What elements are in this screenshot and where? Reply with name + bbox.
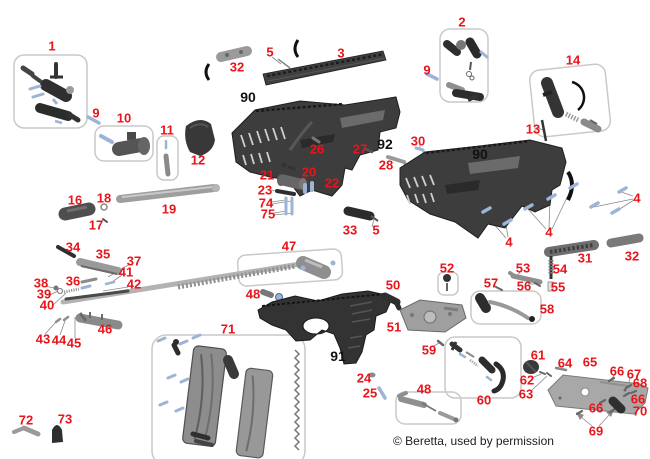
pin-17 [102,218,108,223]
group-box-47 [236,248,344,287]
magazine-1 [182,345,227,447]
side-plate-65 [547,374,649,415]
magazine-loader [223,355,239,379]
small-part-26 [311,136,321,144]
magazine-spring [293,349,301,451]
pin-56 [534,282,541,287]
pin-64 [554,366,568,372]
pin-9-left [86,115,101,125]
hammer-group-58 [475,293,535,322]
top-rail-3 [262,50,387,86]
pin-41 [104,280,116,286]
receiver-right-half [399,139,567,239]
gas-piston-assembly [99,132,150,156]
button-52 [443,274,451,291]
buffer-48-left [260,289,283,301]
side-rail-31 [544,240,599,257]
lever-group-48-right [397,391,459,423]
strip-72 [12,425,41,437]
cover-plate-32-right [606,233,644,248]
magazine-base-parts [190,431,214,447]
group-box-48 [395,391,462,425]
group-box-2 [439,28,489,103]
bracket-46 [75,312,123,330]
screw-63 [546,372,552,377]
rear-sight-assembly [443,37,489,102]
barrel-19 [116,184,220,203]
handle-50 [381,292,402,311]
pin-25 [377,386,387,400]
muzzle-cylinder-16 [58,202,96,221]
cone-73 [52,425,63,443]
group-box-10 [94,125,154,162]
sling-hooks [204,39,300,81]
cylinder-55 [547,281,554,292]
detent-parts-11 [163,139,171,177]
group-box-58 [470,290,542,325]
pin-5-top [277,58,291,69]
rod-34 [56,245,76,258]
block-33 [343,206,379,222]
pin-13 [540,119,548,142]
grouping-boxes [13,28,612,459]
grip-frame-91 [257,290,391,365]
trigger-housing-51 [399,299,467,333]
washer-spring-38-39-40 [53,284,92,295]
pin-27 [364,147,374,154]
washer-24 [368,372,376,378]
handguard-cap-12 [185,119,215,156]
magazine-screws [156,333,202,413]
group-box-11 [156,135,179,181]
group-box-1 [13,54,88,129]
attribution-text: © Beretta, used by permission [393,434,554,448]
pin-9-right [425,72,439,81]
bumper-70 [608,396,626,414]
screws-4 [481,182,628,226]
cover-plate-32-top [216,46,252,62]
screws-66-67-68 [575,376,638,416]
pin-57 [495,286,503,291]
group-box-71 [151,334,306,459]
magazine-valve [171,339,181,356]
recoil-spring-assembly-47 [60,256,336,305]
magazine-2 [235,367,274,459]
screws-43-44-45 [54,315,70,324]
front-sight-assembly [20,62,81,125]
stock-latch-assembly-14 [541,77,602,133]
trigger-group-60 [449,341,506,394]
receiver-left-half [231,96,401,197]
bolt-group [275,162,314,216]
pin-62 [539,371,546,375]
group-box-52 [437,271,459,296]
bracket-35 [76,258,122,275]
lever-53 [508,271,543,285]
safety-knob-61 [523,360,539,374]
o-ring-18 [100,203,108,211]
group-box-14 [528,63,612,138]
rod-36 [80,277,98,284]
pin-59 [436,339,445,347]
group-box-60 [444,336,522,399]
